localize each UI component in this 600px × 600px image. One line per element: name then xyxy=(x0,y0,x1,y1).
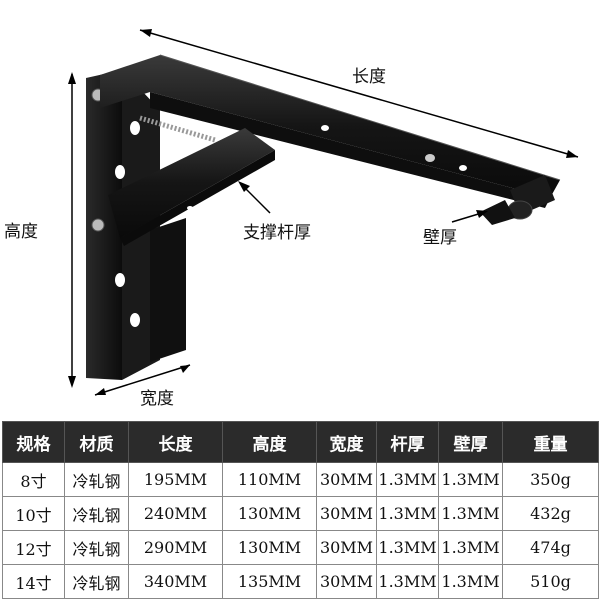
header-width: 宽度 xyxy=(316,421,377,463)
wall-thickness-label: 壁厚 xyxy=(423,228,457,248)
cell-spec: 8寸 xyxy=(2,462,65,497)
cell-weight: 510g xyxy=(502,564,599,599)
cell-material: 冷轧钢 xyxy=(64,496,129,531)
cell-length: 195MM xyxy=(128,462,223,497)
bracket-illustration xyxy=(68,29,579,396)
cell-material: 冷轧钢 xyxy=(64,564,129,599)
cell-width: 30MM xyxy=(316,462,377,497)
header-spec: 规格 xyxy=(2,421,65,463)
bracket-horizontal-arm xyxy=(100,54,561,225)
spring xyxy=(139,115,216,143)
length-dimension-line xyxy=(139,29,579,158)
cell-height: 110MM xyxy=(222,462,317,497)
cell-weight: 350g xyxy=(502,462,599,497)
header-brace-thickness: 杆厚 xyxy=(376,421,439,463)
wall-thickness-pointer xyxy=(451,210,488,223)
table-row: 8寸 冷轧钢 195MM 110MM 30MM 1.3MM 1.3MM 350g xyxy=(2,462,599,497)
cell-material: 冷轧钢 xyxy=(64,530,129,565)
width-dimension-line xyxy=(94,364,191,396)
cell-brace-thickness: 1.3MM xyxy=(376,496,439,531)
spec-table: 规格 材质 长度 高度 宽度 杆厚 壁厚 重量 8寸 冷轧钢 195MM 110… xyxy=(2,421,599,599)
cell-width: 30MM xyxy=(316,564,377,599)
table-row: 14寸 冷轧钢 340MM 135MM 30MM 1.3MM 1.3MM 510… xyxy=(2,564,599,599)
brace-thickness-label: 支撑杆厚 xyxy=(243,223,311,243)
cell-height: 135MM xyxy=(222,564,317,599)
cell-brace-thickness: 1.3MM xyxy=(376,530,439,565)
cell-spec: 14寸 xyxy=(2,564,65,599)
header-height: 高度 xyxy=(222,421,317,463)
header-weight: 重量 xyxy=(502,421,599,463)
brace-thickness-pointer xyxy=(238,181,271,214)
cell-width: 30MM xyxy=(316,496,377,531)
table-header-row: 规格 材质 长度 高度 宽度 杆厚 壁厚 重量 xyxy=(2,421,599,463)
cell-length: 240MM xyxy=(128,496,223,531)
cell-height: 130MM xyxy=(222,530,317,565)
cell-spec: 10寸 xyxy=(2,496,65,531)
length-label: 长度 xyxy=(352,67,386,87)
height-dimension-line xyxy=(68,72,76,388)
cell-brace-thickness: 1.3MM xyxy=(376,462,439,497)
cell-brace-thickness: 1.3MM xyxy=(376,564,439,599)
table-row: 12寸 冷轧钢 290MM 130MM 30MM 1.3MM 1.3MM 474… xyxy=(2,530,599,565)
header-material: 材质 xyxy=(64,421,129,463)
table-row: 10寸 冷轧钢 240MM 130MM 30MM 1.3MM 1.3MM 432… xyxy=(2,496,599,531)
cell-weight: 474g xyxy=(502,530,599,565)
cell-spec: 12寸 xyxy=(2,530,65,565)
height-label: 高度 xyxy=(4,222,38,242)
header-length: 长度 xyxy=(128,421,223,463)
cell-length: 290MM xyxy=(128,530,223,565)
cell-material: 冷轧钢 xyxy=(64,462,129,497)
width-label: 宽度 xyxy=(140,389,174,409)
header-wall-thickness: 壁厚 xyxy=(438,421,503,463)
cell-weight: 432g xyxy=(502,496,599,531)
support-brace xyxy=(108,128,275,246)
cell-wall-thickness: 1.3MM xyxy=(438,496,503,531)
cell-wall-thickness: 1.3MM xyxy=(438,462,503,497)
cell-width: 30MM xyxy=(316,530,377,565)
cell-wall-thickness: 1.3MM xyxy=(438,564,503,599)
cell-height: 130MM xyxy=(222,496,317,531)
cell-wall-thickness: 1.3MM xyxy=(438,530,503,565)
cell-length: 340MM xyxy=(128,564,223,599)
